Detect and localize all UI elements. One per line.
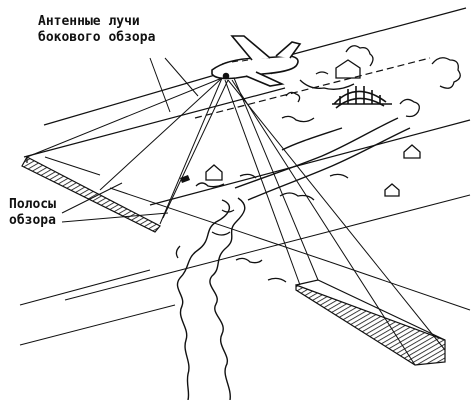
marker-icon: [180, 175, 190, 183]
antenna-beams-label: Антенные лучи бокового обзора: [38, 14, 155, 46]
antenna-beams-label-line2: бокового обзора: [38, 30, 156, 45]
houses-icon: [205, 59, 421, 197]
scan-strips-label-line2: обзора: [9, 213, 56, 228]
antenna-beams-label-line1: Антенные лучи: [38, 14, 140, 29]
river: [176, 117, 411, 400]
scan-strips-label: Полосы обзора: [9, 197, 56, 229]
bridge-icon: [332, 86, 392, 109]
aircraft-icon: [211, 35, 302, 87]
left-scan-strip: [21, 156, 161, 233]
scan-strips-label-line1: Полосы: [9, 197, 56, 212]
ground-lines: [19, 156, 471, 346]
right-scan-strip: [295, 279, 446, 366]
